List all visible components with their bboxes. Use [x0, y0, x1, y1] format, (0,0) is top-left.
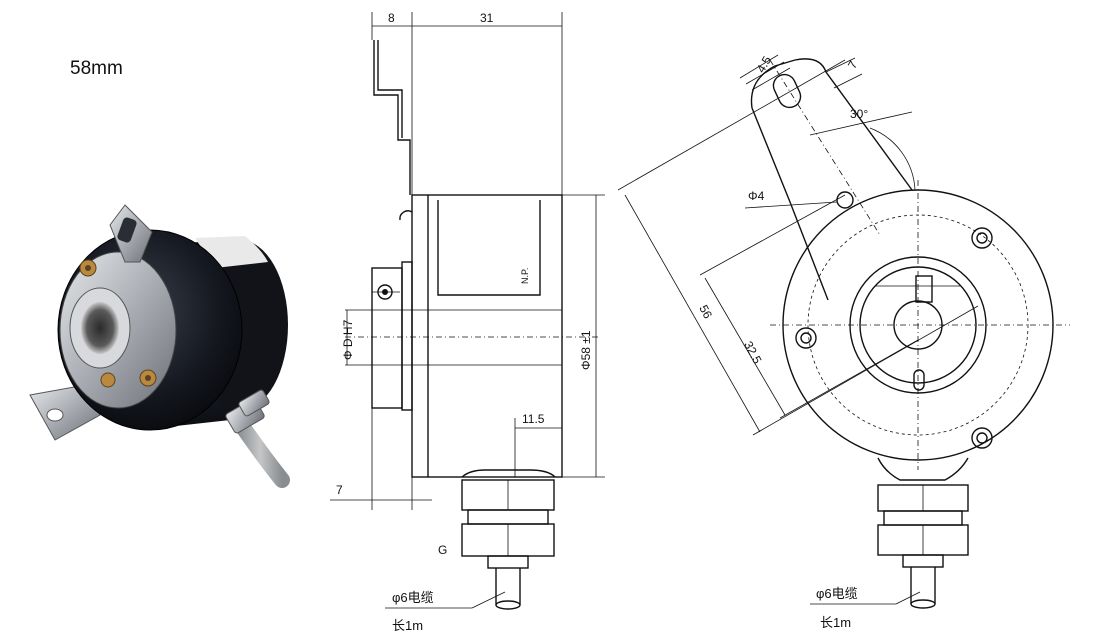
dim-pin-hole: Φ4: [748, 189, 765, 203]
dim-hole: Φ D H7: [341, 319, 355, 360]
dim-slot-end: 7: [845, 58, 861, 71]
side-view: 8 31 N.P. Φ D H7: [330, 11, 605, 633]
front-cable-spec: φ6电缆: [816, 586, 858, 601]
dim-diameter: Φ58 ±1: [579, 330, 593, 370]
dim-cable-offset: 11.5: [522, 412, 545, 426]
dim-front: 7: [336, 483, 343, 497]
dim-flange: 8: [388, 11, 395, 25]
size-label: 58mm: [70, 58, 123, 79]
dim-slot-width: 4.5: [754, 53, 775, 75]
front-view: 4.5 7 30° Φ4: [617, 53, 1070, 630]
dim-outer: 56: [696, 303, 715, 322]
label-g: G: [438, 543, 447, 557]
dim-angle: 30°: [850, 107, 868, 121]
front-cable-length: 长1m: [820, 615, 851, 630]
label-np: N.P.: [520, 268, 530, 284]
dim-body-length: 31: [480, 11, 494, 25]
dim-inner: 32.5: [741, 339, 764, 366]
side-cable-length: 长1m: [392, 618, 423, 633]
side-cable-spec: φ6电缆: [392, 590, 434, 605]
encoder-photo: [29, 204, 290, 488]
